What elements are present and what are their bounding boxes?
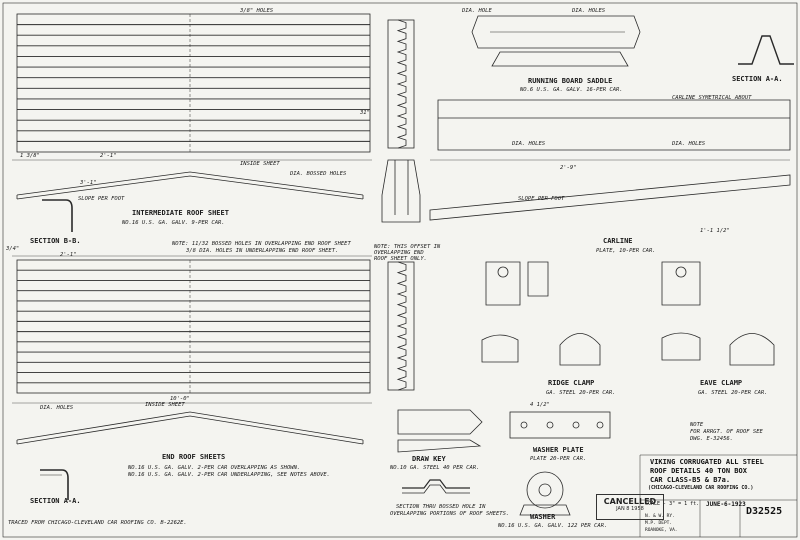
- dim-label: 31": [360, 110, 370, 116]
- end-roof-sheets-spec-1: NO.16 U.S. GA. GALV. 2-PER CAR OVERLAPPI…: [128, 465, 301, 471]
- note-offset-3: ROOF SHEET ONLY.: [374, 256, 427, 262]
- washer-title: WASHER: [530, 513, 556, 521]
- date-label: JUNE-6-1923: [706, 501, 746, 508]
- dim-label: 3/4": [6, 246, 20, 252]
- scale-label: SCALE - 3" = 1 ft.: [645, 501, 700, 507]
- dim-label: 10'-0": [170, 396, 190, 402]
- note-arrangement-2: FOR ARRGT. OF ROOF SEE: [690, 429, 763, 435]
- slope-per-foot-label-2: SLOPE PER FOOT: [518, 196, 565, 202]
- eave-clamp-title: EAVE CLAMP: [700, 379, 743, 387]
- slope-per-foot-label: SLOPE PER FOOT: [78, 196, 125, 202]
- draw-key-title: DRAW KEY: [412, 455, 446, 463]
- title-line-3: CAR CLASS-B5 & B7a.: [650, 476, 731, 484]
- inside-sheet-label-1: INSIDE SHEET: [240, 161, 280, 167]
- washer-plate-spec: PLATE 20-PER CAR.: [530, 456, 587, 462]
- stamp-date: JAN 8 1958: [616, 506, 644, 512]
- company-line-3: ROANOKE, VA.: [645, 528, 678, 533]
- end-roof-sheets-title: END ROOF SHEETS: [162, 453, 226, 461]
- note-offset-2: OVERLAPPING END: [374, 250, 424, 256]
- drawing-number: D32525: [746, 506, 783, 517]
- corrugation-profile-lower: [387, 261, 415, 391]
- note-arrangement: NOTE: [690, 422, 704, 428]
- washer-drawing: [519, 471, 571, 516]
- note-arrangement-3: DWG. E-32456.: [690, 436, 734, 442]
- section-aa-right-title: SECTION A-A.: [732, 75, 783, 83]
- carline-end-view: [381, 159, 421, 223]
- draw-key-drawing: [397, 409, 483, 453]
- title-line-1: VIKING CORRUGATED ALL STEEL: [650, 458, 764, 466]
- running-board-saddle-title: RUNNING BOARD SADDLE: [528, 77, 613, 85]
- cancelled-stamp: CANCELLED JAN 8 1958: [596, 494, 664, 520]
- dia-holes-label-c: DIA. HOLES: [512, 141, 546, 147]
- company-line-2: M.P. DEPT.: [645, 521, 673, 526]
- bossed-section-label-2: OVERLAPPING PORTIONS OF ROOF SHEETS.: [390, 511, 510, 517]
- intermediate-roof-sheet-plan: [16, 13, 371, 153]
- note-bossed-holes-2: 3/8 DIA. HOLES IN UNDERLAPPING END ROOF …: [186, 248, 339, 254]
- eave-clamp-spec: GA. STEEL 20-PER CAR.: [698, 390, 768, 396]
- dia-bossed-holes-label: DIA. BOSSED HOLES: [290, 171, 347, 177]
- bossed-hole-section: [402, 479, 470, 494]
- washer-spec: NO.16 U.S. GA. GALV. 122 PER CAR.: [498, 523, 608, 529]
- title-block-frame: [639, 454, 797, 537]
- section-aa-left-drawing: [40, 469, 69, 500]
- dim-label: 4 1/2": [530, 402, 550, 408]
- intermediate-sheet-elevation: [12, 159, 372, 200]
- ridge-clamp-title: RIDGE CLAMP: [548, 379, 595, 387]
- running-board-saddle-spec: NO.6 U.S. GA. GALV. 16-PER CAR.: [520, 87, 623, 93]
- note-offset: NOTE: THIS OFFSET IN: [374, 244, 441, 250]
- note-bossed-holes: NOTE: 11/32 BOSSED HOLES IN OVERLAPPING …: [172, 241, 351, 247]
- dia-hole-label-a: DIA. HOLE: [462, 8, 492, 14]
- dia-holes-label-d: DIA. HOLES: [672, 141, 706, 147]
- company-line-1: N. & W. RY.: [645, 514, 675, 519]
- dia-holes-label-2: DIA. HOLES: [40, 405, 74, 411]
- section-bb-drawing: [42, 199, 73, 232]
- dim-label: 2'-9": [560, 165, 577, 171]
- stamp-text: CANCELLED: [603, 497, 657, 506]
- ridge-clamp-spec: GA. STEEL 20-PER CAR.: [546, 390, 616, 396]
- running-board-saddle-drawing: [471, 15, 641, 67]
- bossed-section-label: SECTION THRU BOSSED HOLE IN: [396, 504, 486, 510]
- dim-label: 1'-1 1/2": [700, 228, 730, 234]
- section-aa-right-drawing: [738, 35, 794, 65]
- end-roof-sheets-spec-2: NO.16 U.S. GA. GALV. 2-PER CAR UNDERLAPP…: [128, 472, 330, 478]
- ridge-clamp-drawing: [481, 261, 601, 366]
- dim-label: 3'-1": [80, 180, 97, 186]
- washer-plate-title: WASHER PLATE: [533, 446, 584, 454]
- dim-label: 2'-1": [60, 252, 77, 258]
- inside-sheet-label-2: INSIDE SHEET: [145, 402, 185, 408]
- eave-clamp-drawing: [661, 261, 775, 366]
- corrugation-profile-top: [387, 19, 415, 149]
- carline-spec: PLATE, 10-PER CAR.: [596, 248, 656, 254]
- end-roof-sheet-plan: [12, 255, 372, 394]
- title-line-2: ROOF DETAILS 40 TON BOX: [650, 467, 747, 475]
- intermediate-roof-sheet-spec: NO.16 U.S. GA. GALV. 9-PER CAR.: [122, 220, 225, 226]
- traced-from-note: TRACED FROM CHICAGO-CLEVELAND CAR ROOFIN…: [8, 520, 187, 526]
- intermediate-roof-sheet-title: INTERMEDIATE ROOF SHEET: [132, 209, 229, 217]
- section-aa-left-title: SECTION A-A.: [30, 497, 81, 505]
- carline-symmetrical-note: CARLINE SYMETRICAL ABOUT: [672, 95, 752, 101]
- carline-title: CARLINE: [603, 237, 633, 245]
- dim-label: 1 3/8": [20, 153, 40, 159]
- dia-holes-label-b: DIA. HOLES: [572, 8, 606, 14]
- holes-note-top: 3/8" HOLES: [240, 8, 274, 14]
- section-bb-title: SECTION B-B.: [30, 237, 81, 245]
- dim-label: 2'-1": [100, 153, 117, 159]
- title-line-4: (CHICAGO-CLEVELAND CAR ROOFING CO.): [648, 485, 754, 491]
- carline-drawing: [429, 99, 791, 221]
- end-sheet-elevation: [12, 402, 372, 445]
- draw-key-spec: NO.10 GA. STEEL 40 PER CAR.: [390, 465, 480, 471]
- washer-plate-drawing: [509, 411, 611, 439]
